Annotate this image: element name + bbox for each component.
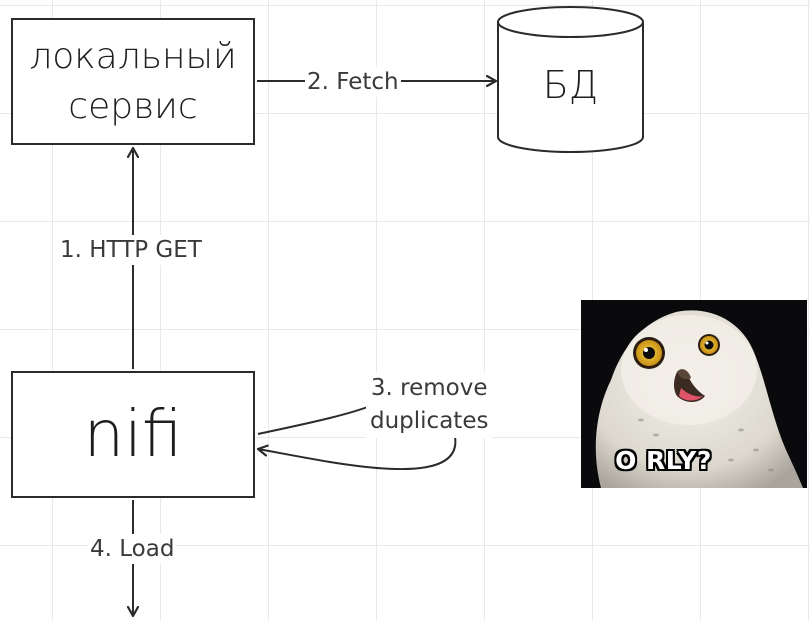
node-nifi-label: nifi xyxy=(83,397,183,472)
node-local-service-label: локальный сервис xyxy=(29,32,237,132)
node-database-label: БД xyxy=(542,63,599,107)
edge-remove-duplicates-line2: duplicates xyxy=(370,408,489,434)
node-local-service-line2: сервис xyxy=(68,85,198,127)
edge-remove-duplicates-label: 3. remove duplicates xyxy=(366,372,493,438)
owl-meme-image: O RLY? xyxy=(581,300,807,488)
edge-remove-duplicates-in[interactable] xyxy=(258,436,457,471)
node-local-service-line1: локальный xyxy=(29,35,237,77)
edge-fetch-label: 2. Fetch xyxy=(305,67,401,97)
database-cylinder[interactable] xyxy=(497,6,644,153)
edge-remove-duplicates-line1: 3. remove xyxy=(370,375,488,401)
owl-meme-caption: O RLY? xyxy=(615,446,712,475)
node-nifi[interactable]: nifi xyxy=(11,371,255,498)
owl-icon xyxy=(581,300,807,488)
node-local-service[interactable]: локальный сервис xyxy=(11,18,255,145)
edge-http-get-label: 1. HTTP GET xyxy=(58,235,204,265)
edge-load-label: 4. Load xyxy=(88,534,177,564)
edge-remove-duplicates-out[interactable] xyxy=(257,402,379,435)
